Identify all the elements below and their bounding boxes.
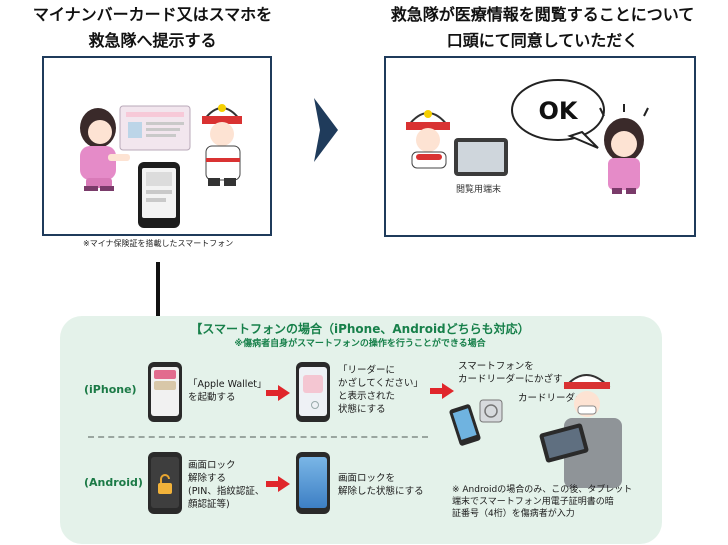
android-label: (Android) <box>84 476 143 489</box>
iphone-step2-text: 「リーダーに かざしてください」 と表示された 状態にする <box>338 365 423 415</box>
flow-subtitle: ※傷病者自身がスマートフォンの操作を行うことができる場合 <box>234 339 486 349</box>
android-step1-text: 画面ロック 解除する (PIN、指紋認証、 顔認証等) <box>188 460 265 510</box>
left-heading-line1: マイナンバーカード又はスマホを <box>32 5 273 24</box>
right-heading-line1: 救急隊が医療情報を閲覧することについて <box>390 5 695 24</box>
card-reader-label: カードリーダー <box>518 393 585 404</box>
right-illustration: 閲覧用端末 OK <box>405 79 649 195</box>
android-pin-note: ※ Androidの場合のみ、この後、タブレット 端末でスマートフォン用電子証明… <box>452 485 633 519</box>
tablet-label: 閲覧用端末 <box>456 183 501 195</box>
android-unlocked-phone <box>296 452 330 514</box>
iphone-reader-phone <box>296 362 330 422</box>
right-chevron-icon <box>314 98 338 162</box>
row-divider <box>88 436 428 438</box>
patient-figure <box>599 104 649 194</box>
right-illustration-frame: 閲覧用端末 OK <box>384 56 696 237</box>
left-heading: マイナンバーカード又はスマホを 救急隊へ提示する <box>10 2 295 54</box>
red-right-arrow-icon <box>266 476 290 492</box>
lock-icon <box>158 474 172 494</box>
red-right-arrow-icon <box>430 383 454 399</box>
red-right-arrow-icon <box>266 385 290 401</box>
patient-figure <box>80 108 130 191</box>
smartphone-caption: ※マイナ保険証を搭載したスマートフォン <box>83 239 234 248</box>
left-illustration <box>80 104 243 228</box>
paramedic-with-tablet <box>539 374 622 488</box>
iphone-wallet-phone <box>148 362 182 422</box>
speech-bubble: OK <box>511 79 605 149</box>
paramedic-figure <box>201 104 243 186</box>
smartphone <box>138 162 180 228</box>
reader-instruction: スマートフォンを カードリーダーにかざす <box>458 361 563 385</box>
right-heading: 救急隊が医療情報を閲覧することについて 口頭にて同意していただく <box>375 2 710 54</box>
iphone-label: (iPhone) <box>84 383 137 396</box>
paramedic-figure <box>405 110 451 169</box>
reader-scene <box>449 374 622 488</box>
mynumber-card <box>119 105 191 151</box>
android-lock-phone <box>148 452 182 514</box>
left-illustration-frame <box>42 56 272 236</box>
right-heading-line2: 口頭にて同意していただく <box>446 31 639 50</box>
nfc-reader-icon <box>479 399 503 423</box>
iphone-step1-text: 「Apple Wallet」 を起動する <box>188 379 267 403</box>
speech-ok-text: OK <box>539 97 579 125</box>
held-smartphone <box>449 404 481 446</box>
left-heading-line2: 救急隊へ提示する <box>88 31 217 50</box>
flow-title: 【スマートフォンの場合（iPhone、Androidどちらも対応） <box>190 322 530 336</box>
tablet-device <box>454 138 508 176</box>
android-step2-text: 画面ロックを 解除した状態にする <box>338 473 424 497</box>
